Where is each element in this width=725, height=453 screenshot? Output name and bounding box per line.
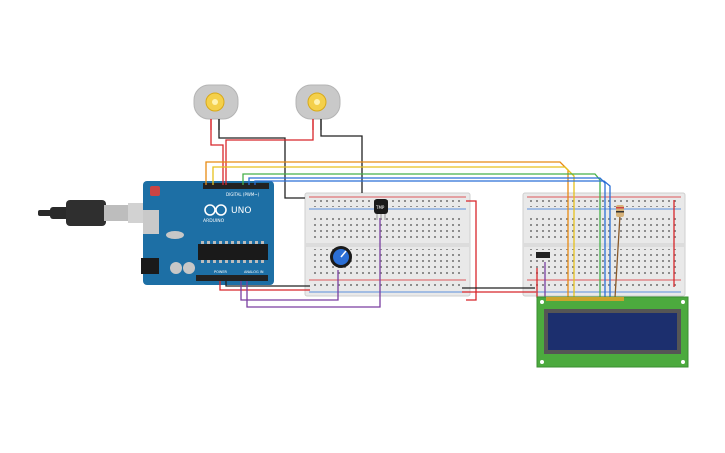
small-component[interactable] [536,252,550,258]
arduino-analog-label: ANALOG IN [244,270,264,274]
wire-purple-pot[interactable] [240,270,339,301]
wire-yellow[interactable] [212,166,575,215]
temperature-sensor[interactable]: TMP [374,199,388,220]
arduino-logo-icon [204,204,227,216]
wire-red-rail[interactable] [466,200,477,301]
wires [205,130,675,308]
wire-brown-resistor[interactable] [614,214,621,299]
wire-green[interactable] [242,173,601,215]
wire-motor1-black[interactable] [218,130,305,199]
dc-motor-2[interactable] [295,84,341,130]
potentiometer[interactable] [330,246,352,268]
wire-red-power[interactable] [219,281,310,291]
lcd-display[interactable] [536,296,689,368]
usb-cable[interactable] [38,200,156,226]
wire-blue-1[interactable] [248,177,606,215]
wire-black-gnd[interactable] [225,281,310,287]
dc-motor-1[interactable] [193,84,239,130]
arduino-brand-label: ARDUINO [203,218,225,224]
wire-purple-sensor[interactable] [246,218,381,308]
wire-blue-2[interactable] [254,180,611,215]
breadboard-right[interactable] [522,192,686,297]
arduino-power-label: POWER [214,270,228,274]
arduino-model-label: UNO [231,206,251,216]
temp-sensor-label: TMP [375,205,385,210]
wire-orange[interactable] [205,161,569,215]
wire-motor2-black[interactable] [320,130,363,193]
resistor[interactable] [616,205,624,217]
wire-motor1-red[interactable] [210,130,224,185]
arduino-uno-board[interactable]: UNO ARDUINO DIGITAL (PWM~) POWER ANALOG … [141,181,274,285]
arduino-digital-label: DIGITAL (PWM~) [226,192,260,197]
